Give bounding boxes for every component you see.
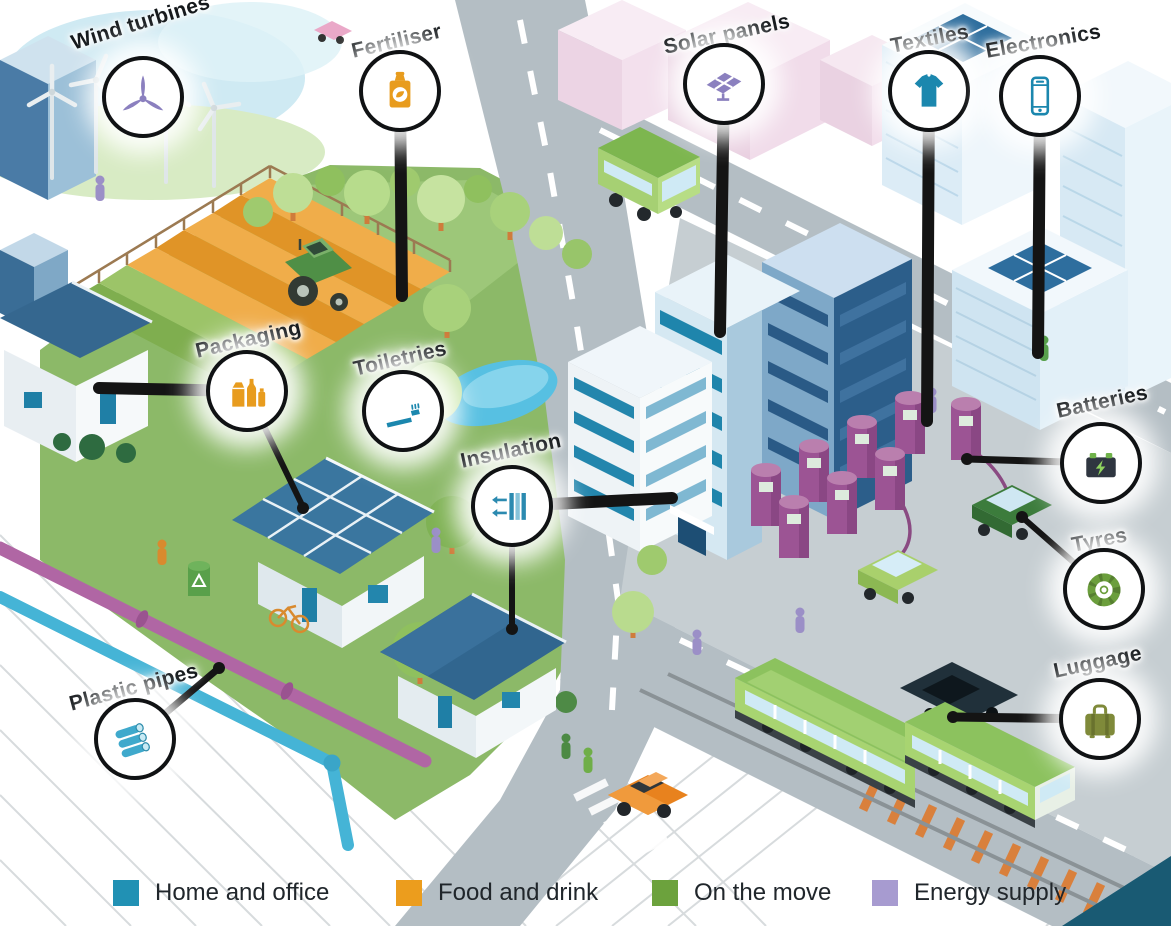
callout-tyres [1063,548,1145,630]
dark-green-ev [972,485,1052,540]
leader-dots [213,453,1028,723]
insulation-wall-icon [492,493,526,520]
callout-wind-turbines [102,56,184,138]
legend-swatch-on-the-move [652,880,678,906]
toothbrush-icon [386,403,420,428]
legend-label: Energy supply [914,879,1067,906]
pond [436,359,558,427]
callout-plastic-pipes [94,698,176,780]
second-house [380,592,567,758]
legend-item-home-and-office: Home and office [113,879,329,907]
legend-swatch-energy-supply [872,880,898,906]
callout-toiletries [362,370,444,452]
light-green-ev [858,550,938,604]
callout-insulation [471,465,553,547]
callout-fertiliser [359,50,441,132]
solar-panel-icon [706,72,742,101]
solar-roof-house [188,456,435,648]
callout-packaging [206,350,288,432]
corner-shape [1062,856,1171,926]
tractor [285,238,352,311]
callout-batteries [1060,422,1142,504]
legend-label: Home and office [155,879,330,906]
bottles-carton-icon [232,378,266,407]
underground-pipes [0,541,432,851]
pipes-icon [115,723,150,758]
legend-item-on-the-move: On the move [652,879,831,907]
tyre-icon [1087,573,1121,607]
charger-cylinders [751,391,981,558]
callout-textiles [888,50,970,132]
recycling-bin [188,561,210,596]
callout-solar-panels [683,43,765,125]
callout-electronics [999,55,1081,137]
suitcase-icon [1085,704,1115,739]
callout-luggage [1059,678,1141,760]
legend-swatch-home-and-office [113,880,139,906]
fertiliser-bag-icon [389,71,411,108]
green-tram [735,658,1075,828]
green-bus [598,127,700,221]
orange-car [608,772,688,818]
pink-mini-car [314,21,352,44]
legend-label: On the move [694,879,832,906]
legend-item-energy-supply: Energy supply [872,879,1066,907]
legend-label: Food and drink [438,879,599,906]
legend-swatch-food-and-drink [396,880,422,906]
charging-stations [751,391,1052,604]
wind-turbine-icon [122,75,164,111]
tshirt-icon [914,74,944,107]
left-house [0,280,153,463]
wind-turbines-group [26,53,242,188]
legend-item-food-and-drink: Food and drink [396,879,598,907]
smartphone-icon [1030,76,1050,116]
bicycle [268,604,310,634]
car-battery-icon [1086,453,1116,478]
zebra-crossing [573,778,669,858]
legend: Home and office Food and drink On the mo… [0,872,1171,916]
